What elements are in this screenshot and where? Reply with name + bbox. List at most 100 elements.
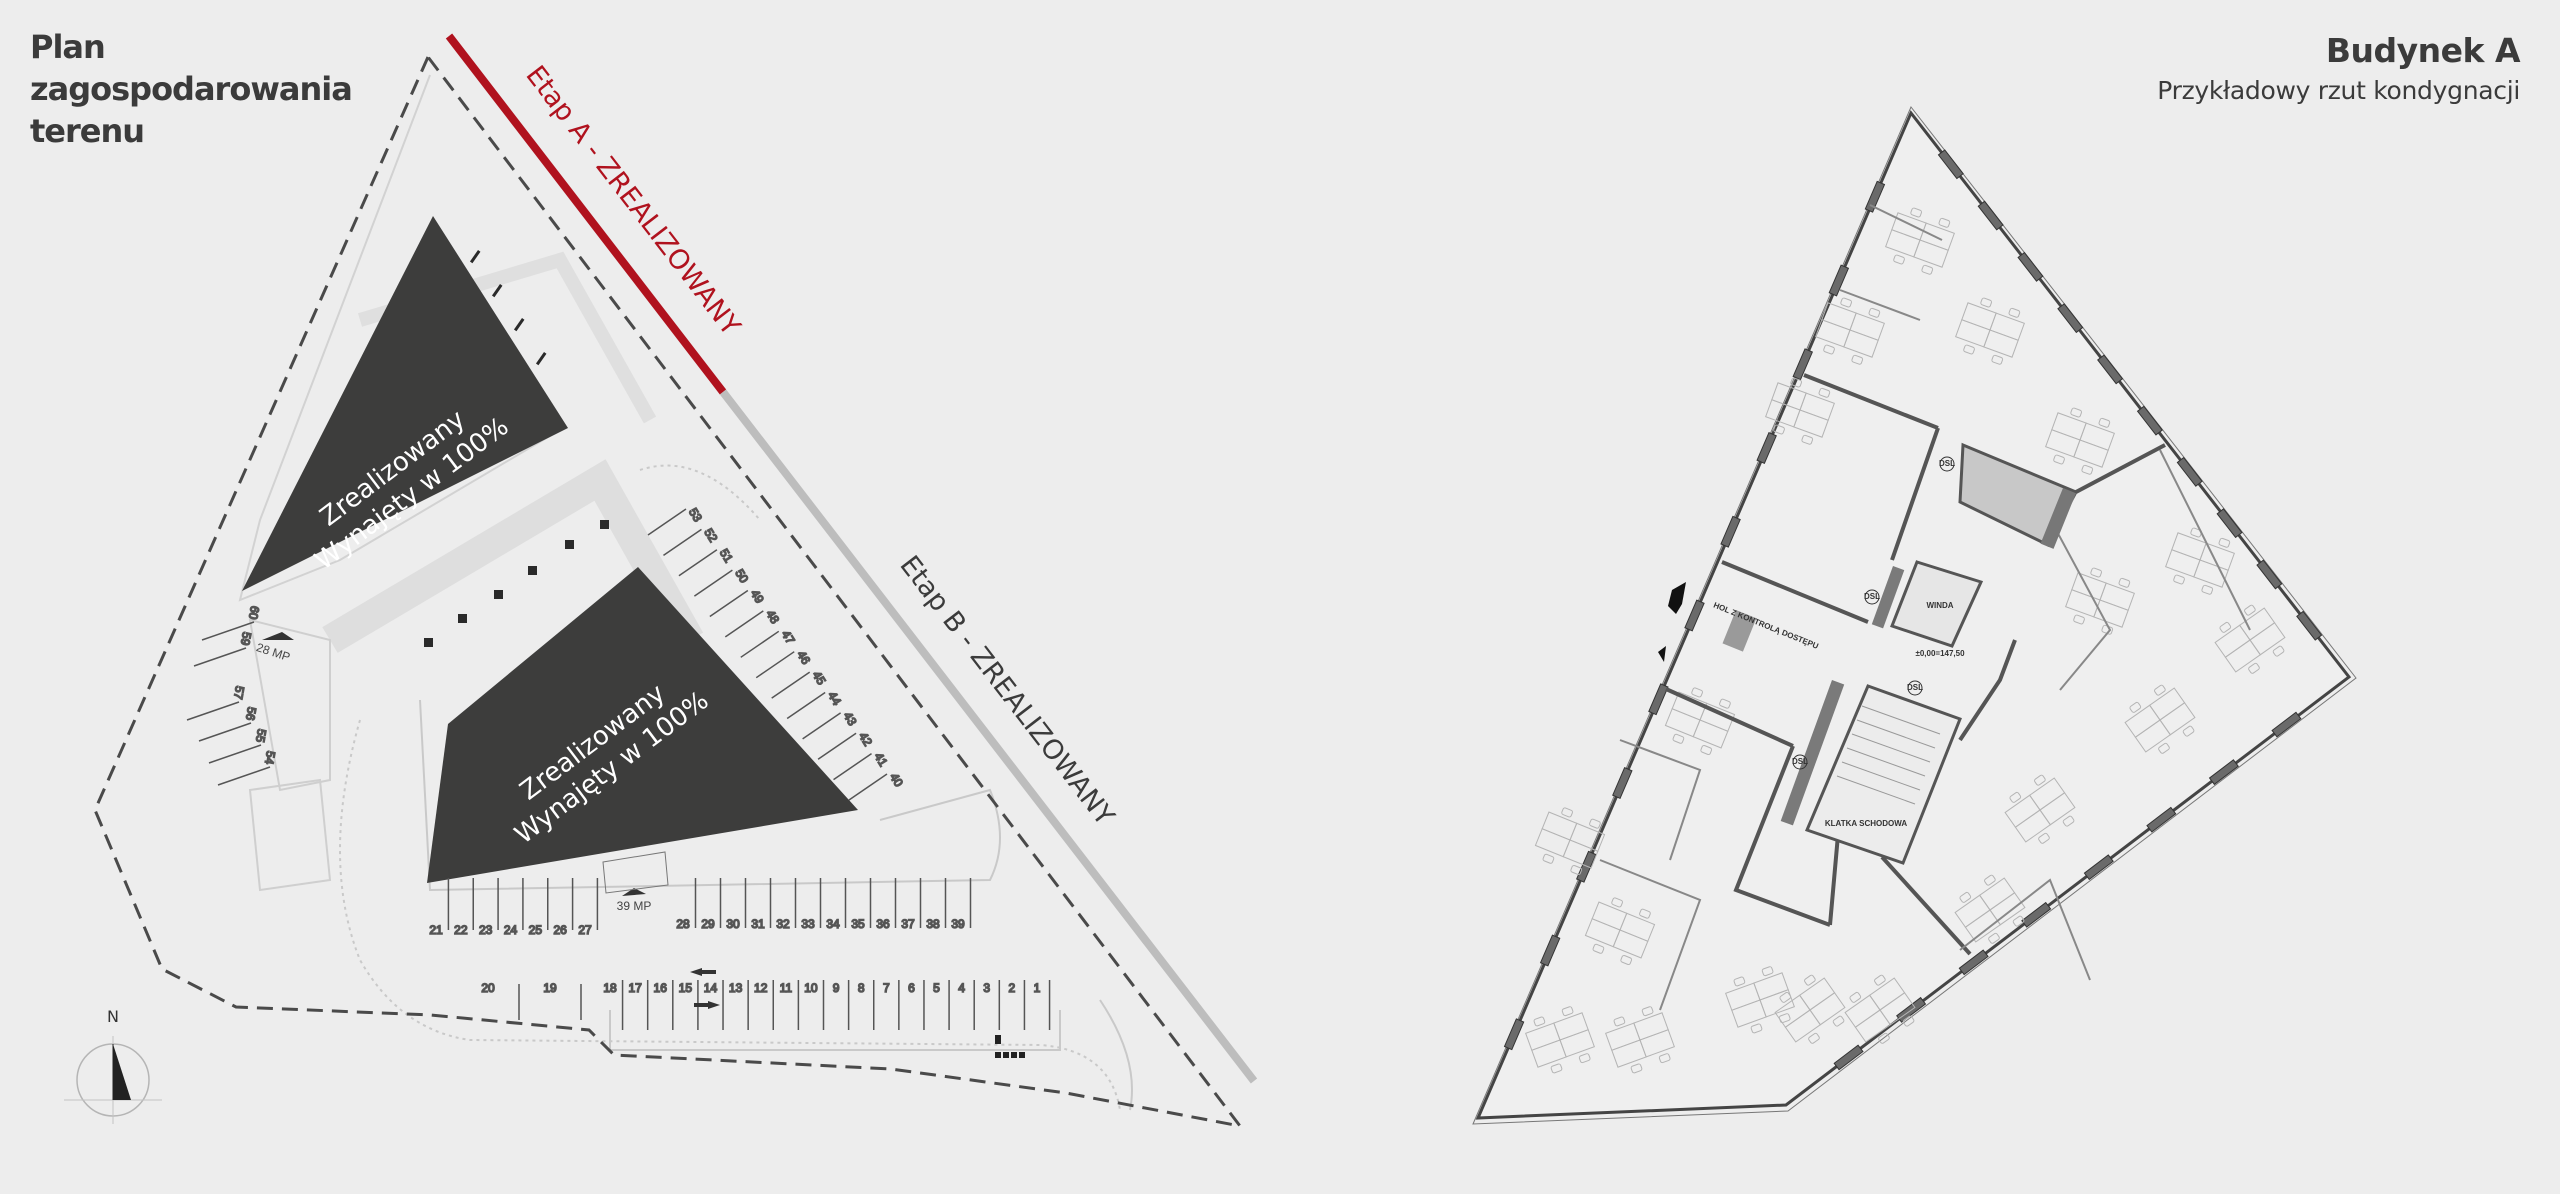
desk-cluster	[1534, 807, 1606, 876]
parking-number: 45	[810, 669, 829, 688]
stage-a-line	[445, 33, 727, 395]
parking-number: 5	[933, 981, 940, 995]
window-pier	[1648, 683, 1669, 716]
site-plan-title-line: terenu	[30, 112, 145, 150]
parking-number: 7	[883, 981, 890, 995]
parking-south-capacity: 39 MP	[617, 899, 652, 913]
parking-number: 54	[262, 750, 278, 766]
desk-cluster	[1765, 377, 1835, 445]
parking-number: 12	[754, 981, 768, 995]
parking-number: 20	[481, 981, 495, 995]
parking-number: 17	[628, 981, 642, 995]
building-1[interactable]	[242, 216, 568, 591]
parking-number: 26	[553, 923, 567, 937]
parking-number: 48	[763, 607, 782, 626]
window-pier	[1977, 200, 2004, 231]
window-pier	[1792, 348, 1814, 381]
parking-number: 8	[858, 981, 865, 995]
entrance-arrow-icon	[1668, 582, 1686, 614]
parking-stall-line	[647, 508, 687, 536]
window-pier	[1575, 850, 1597, 883]
site-plan-title-line: Plan	[30, 28, 106, 66]
site-background-features	[238, 74, 1133, 1111]
window-pier	[2083, 854, 2114, 881]
parking-number: 21	[429, 923, 443, 937]
access-mat	[1722, 610, 1757, 652]
parking-number: 52	[701, 526, 720, 545]
parking-number: 25	[529, 923, 543, 937]
parking-stall-line	[693, 569, 733, 597]
parking-number: 40	[887, 771, 906, 790]
site-plan: Etap A - ZREALIZOWANY Etap B - ZREALIZOW…	[64, 33, 1258, 1129]
stair-treads	[1836, 705, 1941, 805]
building-2[interactable]	[427, 567, 858, 883]
parking-number: 1	[1034, 981, 1041, 995]
door-tag: DSL	[1864, 592, 1880, 601]
desk-cluster	[1774, 974, 1846, 1044]
parking-number: 33	[801, 917, 815, 931]
parking-number: 34	[826, 917, 840, 931]
parking-stall-line	[663, 528, 702, 557]
desk-cluster	[1584, 897, 1656, 966]
parking-number: 19	[543, 981, 557, 995]
window-pier	[2256, 559, 2283, 590]
parking-number: 47	[779, 628, 798, 647]
desk-cluster	[2214, 604, 2286, 674]
desk-cluster	[1885, 207, 1955, 275]
window-pier	[1756, 431, 1777, 465]
stair-wall	[1780, 679, 1845, 826]
parking-stall-line	[724, 610, 764, 638]
parking-number: 13	[729, 981, 743, 995]
parking-south-entry: 39 MP	[602, 851, 669, 913]
floor-plan: HOL Z KONTROLĄ DOSTĘPU WINDA KLATKA SCHO…	[1472, 106, 2357, 1125]
desk-cluster	[1954, 874, 2026, 944]
parking-number: 50	[732, 567, 751, 586]
parking-stall-line	[193, 647, 247, 667]
window-pier	[2296, 610, 2323, 641]
window-mullions	[1503, 149, 2323, 1071]
parking-number: 37	[901, 917, 915, 931]
parking-number: 31	[751, 917, 765, 931]
parking-number: 4	[958, 981, 965, 995]
window-pier	[2216, 508, 2243, 539]
floor-plan-heading: Budynek A Przykładowy rzut kondygnacji	[2157, 30, 2520, 110]
parking-number: 16	[654, 981, 668, 995]
parking-number: 6	[908, 981, 915, 995]
parking-stall-line	[817, 732, 857, 760]
stage-b-label: Etap B - ZREALIZOWANY	[893, 550, 1120, 832]
door-tag: DSL	[1907, 683, 1923, 692]
parking-number: 27	[578, 923, 592, 937]
parking-number: 2	[1009, 981, 1016, 995]
door-tag: DSL	[1792, 757, 1808, 766]
stage-a-label: Etap A - ZREALIZOWANY	[519, 60, 746, 342]
parking-number: 24	[504, 923, 518, 937]
parking-stall-line	[201, 621, 255, 641]
core-wall	[2040, 487, 2076, 549]
desk-cluster	[1955, 297, 2025, 365]
parking-number: 14	[704, 981, 718, 995]
parking-west-capacity: 28 MP	[255, 640, 292, 664]
window-pier	[2271, 711, 2302, 738]
window-pier	[2017, 251, 2044, 282]
parking-stall-line	[740, 630, 780, 658]
parking-number: 60	[246, 605, 262, 621]
bike-stand	[995, 1035, 1025, 1058]
parking-number: 39	[951, 917, 965, 931]
parking-number: 36	[876, 917, 890, 931]
window-pier	[1937, 149, 1964, 180]
window-pier	[1958, 949, 1989, 976]
desk-cluster	[2004, 774, 2076, 844]
elevator-wall	[1871, 566, 1905, 629]
parking-west-entry: 28 MP	[255, 632, 294, 664]
north-arrow-icon	[113, 1044, 131, 1100]
window-pier	[2136, 405, 2163, 436]
site-plan-title: Plan zagospodarowania terenu	[30, 26, 353, 152]
parking-stall-line	[678, 549, 718, 577]
parking-number: 30	[726, 917, 740, 931]
parking-number: 43	[841, 709, 860, 728]
door-tag: DSL	[1939, 459, 1955, 468]
parking-number: 42	[856, 730, 875, 749]
window-pier	[2146, 806, 2177, 833]
